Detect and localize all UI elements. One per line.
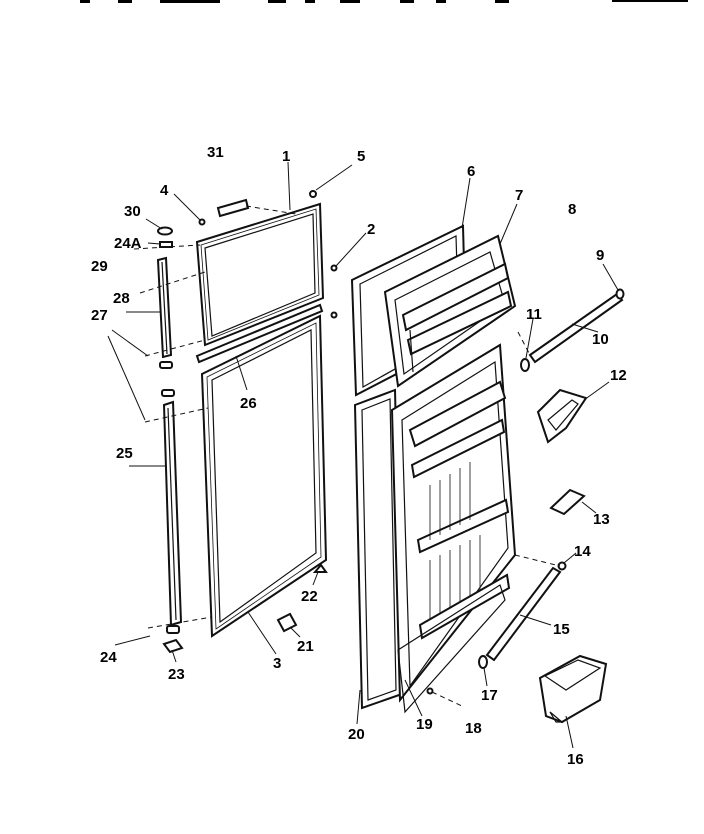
callout-24a: 24A	[114, 235, 142, 252]
leader-lines	[107, 161, 619, 749]
callout-2: 2	[367, 221, 375, 238]
callout-22: 22	[301, 588, 318, 605]
handle-cap-mid	[161, 389, 175, 397]
clip-4	[198, 218, 206, 226]
callout-27: 27	[91, 307, 108, 324]
callout-23: 23	[168, 666, 185, 683]
screw-2	[330, 264, 338, 272]
callout-13: 13	[593, 511, 610, 528]
hinge-23	[162, 638, 184, 654]
callout-4: 4	[160, 182, 169, 199]
shelf-rod-10	[528, 292, 624, 364]
callout-14: 14	[574, 543, 591, 560]
plug-22	[312, 563, 328, 573]
callout-7: 7	[515, 187, 523, 204]
callout-8: 8	[568, 201, 576, 218]
callout-9: 9	[596, 247, 604, 264]
callout-5: 5	[357, 148, 365, 165]
callout-3: 3	[273, 655, 281, 672]
callout-24: 24	[100, 649, 117, 666]
freezer-door-liner	[383, 234, 517, 388]
handle-end-cap-24	[166, 625, 180, 634]
hinge-pin-30	[157, 226, 173, 236]
shelf-rod-15	[485, 566, 562, 662]
callout-25: 25	[116, 445, 133, 462]
screw-2b	[330, 311, 338, 319]
callout-15: 15	[553, 621, 570, 638]
hinge-21	[276, 612, 298, 633]
callout-28: 28	[113, 290, 130, 307]
rod-clip-11	[520, 358, 530, 372]
callout-29: 29	[91, 258, 108, 275]
callout-21: 21	[297, 638, 314, 655]
callout-20: 20	[348, 726, 365, 743]
door-divider-strip	[195, 303, 324, 364]
cropped-header-marks	[80, 0, 688, 3]
callout-18: 18	[465, 720, 482, 737]
rod-end-cap-9	[615, 288, 625, 300]
callout-16: 16	[567, 751, 584, 768]
callout-6: 6	[467, 163, 475, 180]
rod-clip-17	[478, 655, 488, 669]
callout-19: 19	[416, 716, 433, 733]
fresh-food-door-gasket	[200, 314, 328, 638]
callout-1: 1	[282, 148, 290, 165]
door-bin-16	[538, 654, 608, 724]
handle-cap-top	[159, 361, 173, 369]
callout-labels: 1 2 3 4 5 6 7 8 9 10 11 12 13 14 15 16 1…	[91, 144, 627, 768]
bracket-13	[549, 488, 586, 516]
callout-31: 31	[207, 144, 224, 161]
screw-5	[309, 190, 317, 198]
rod-clip-14	[557, 561, 567, 571]
callout-17: 17	[481, 687, 498, 704]
dairy-door-12	[536, 388, 588, 444]
callout-30: 30	[124, 203, 141, 220]
callout-12: 12	[610, 367, 627, 384]
fresh-food-gasket-19	[397, 584, 506, 714]
screw-18	[426, 687, 434, 695]
handle-28	[156, 256, 173, 359]
freezer-door-gasket	[195, 202, 325, 347]
handle-trim-31	[216, 198, 250, 218]
callout-11: 11	[526, 306, 542, 323]
shim-24a	[159, 241, 173, 248]
handle-25	[162, 400, 183, 627]
callout-26: 26	[240, 395, 257, 412]
callout-10: 10	[592, 331, 609, 348]
